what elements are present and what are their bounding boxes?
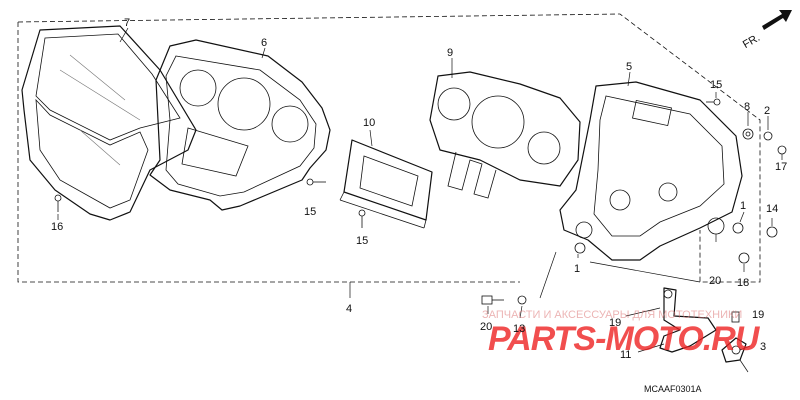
callout-16: 16 [51,221,63,233]
meter-case [559,81,743,261]
bolt-20 [481,295,504,305]
callout-3: 3 [760,341,766,353]
callout-10: 10 [363,117,375,129]
callout-6: 6 [261,37,267,49]
callout-5: 5 [626,61,632,73]
screw-15-right [706,98,721,106]
fasteners [54,98,787,323]
callout-17: 17 [775,161,787,173]
callout-4: 4 [346,303,352,315]
collar-2 [763,131,773,141]
callout-20-right: 20 [709,275,721,287]
grommet-18 [738,252,750,264]
front-direction-arrow: FR. [741,10,792,51]
combination-meter [429,71,581,199]
collar-13 [517,295,527,305]
callout-18: 18 [737,277,749,289]
grommet-8 [742,128,754,140]
fr-label: FR. [741,32,762,51]
watermark-logo: PARTS-MOTO.RU [488,320,761,358]
watermark-tagline: ЗАПЧАСТИ И АКСЕССУАРЫ ДЛЯ МОТОТЕХНИКИ [482,309,742,321]
nut-14 [766,226,778,238]
callout-8: 8 [744,101,750,113]
grommet-1-right [732,222,744,234]
callout-15-right: 15 [710,79,722,91]
lcd-display-unit [339,139,433,229]
callout-13: 13 [513,323,525,335]
screw-15-left [306,178,326,186]
callout-15-bottom: 15 [356,235,368,247]
callout-20-left: 20 [480,321,492,333]
diagram-code: MCAAF0301A [644,384,702,394]
callout-7: 7 [124,17,130,29]
nut-17 [777,145,787,155]
grommet-1-left [574,242,586,254]
meter-bracket [659,287,717,353]
callout-19-left: 19 [609,317,621,329]
callout-9: 9 [447,47,453,59]
meter-panel-frame [149,39,331,211]
callout-15-left: 15 [304,206,316,218]
screw-15-bottom [358,209,366,228]
callout-2: 2 [764,105,770,117]
callout-14: 14 [766,203,778,215]
assembly-border [17,13,761,283]
callout-19-right: 19 [752,309,764,321]
callout-11: 11 [620,349,631,361]
screw-16 [54,194,62,212]
clip-19 [731,311,740,323]
callout-1-right: 1 [740,200,746,212]
callout-1-left: 1 [574,263,580,275]
leader-lines [57,27,783,373]
